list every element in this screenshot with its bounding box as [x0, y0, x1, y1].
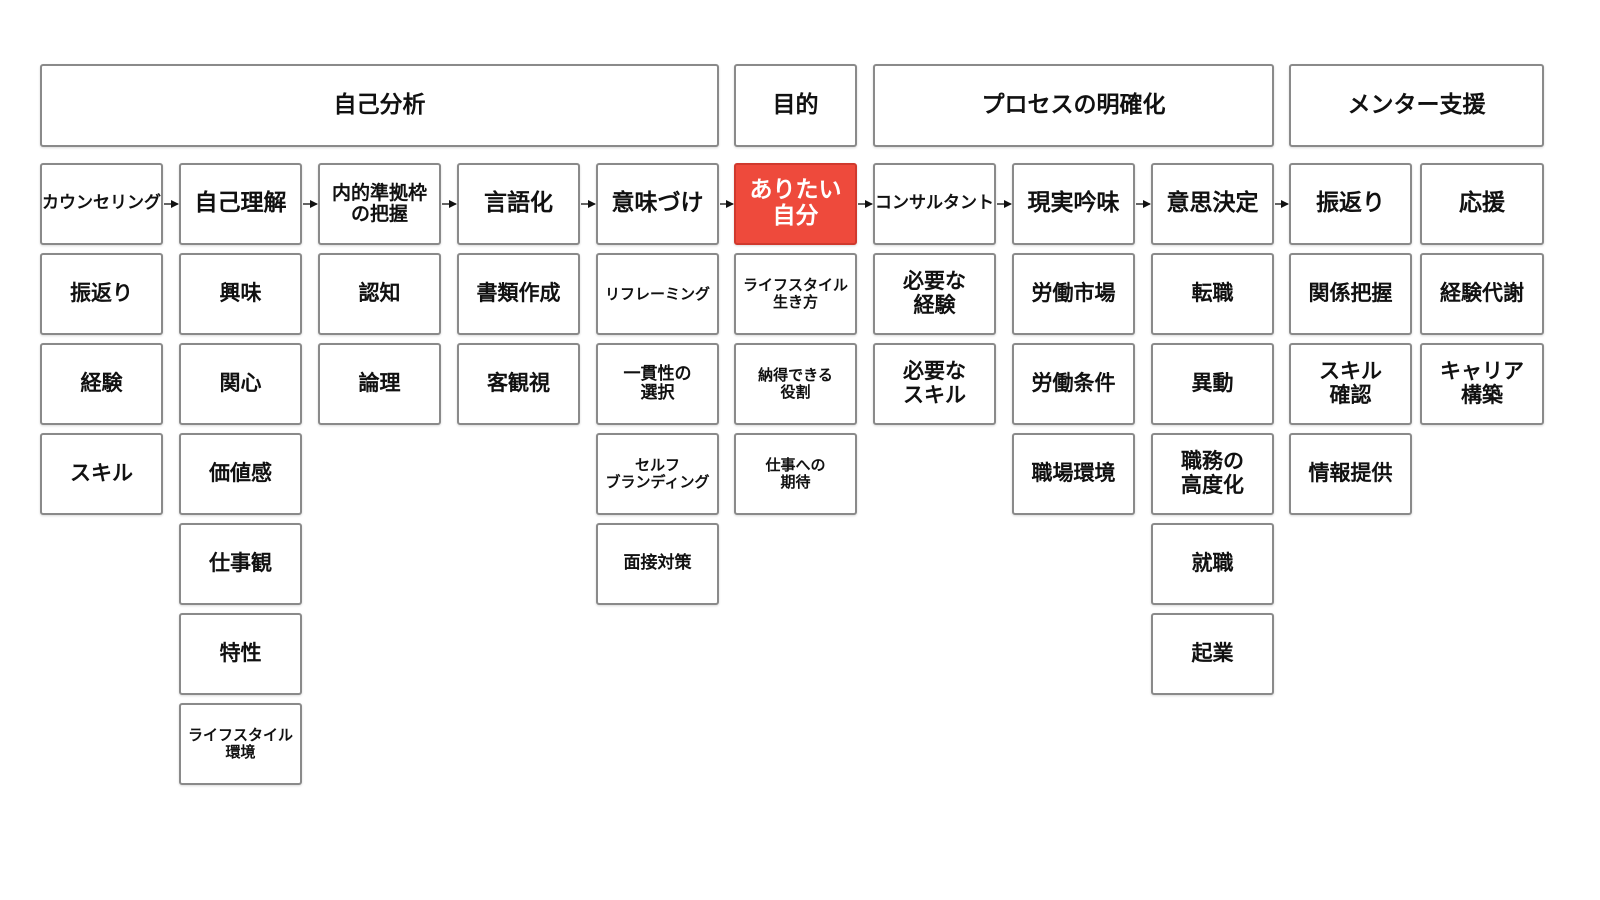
item-decision-4: 就職 [1151, 523, 1274, 605]
item-counseling-1: 振返り [40, 253, 163, 335]
item-self-understanding-5: 特性 [179, 613, 302, 695]
item-internal-frame-1: 認知 [318, 253, 441, 335]
top-self-understanding: 自己理解 [179, 163, 302, 245]
item-self-understanding-2: 関心 [179, 343, 302, 425]
item-support-1: 経験代謝 [1420, 253, 1544, 335]
top-verbalization: 言語化 [457, 163, 580, 245]
item-decision-5: 起業 [1151, 613, 1274, 695]
top-consultant: コンサルタント [873, 163, 996, 245]
item-self-understanding-1: 興味 [179, 253, 302, 335]
item-reality-2: 労働条件 [1012, 343, 1135, 425]
top-internal-frame: 内的準拠枠 の把握 [318, 163, 441, 245]
item-counseling-3: スキル [40, 433, 163, 515]
header-purpose: 目的 [734, 64, 857, 147]
item-meaning-2: 一貫性の 選択 [596, 343, 719, 425]
item-reflection-2: スキル 確認 [1289, 343, 1412, 425]
header-mentor-support: メンター支援 [1289, 64, 1544, 147]
item-consultant-2: 必要な スキル [873, 343, 996, 425]
header-self-analysis: 自己分析 [40, 64, 719, 147]
top-reflection: 振返り [1289, 163, 1412, 245]
item-self-understanding-4: 仕事観 [179, 523, 302, 605]
top-meaning: 意味づけ [596, 163, 719, 245]
item-self-understanding-3: 価値感 [179, 433, 302, 515]
item-reflection-3: 情報提供 [1289, 433, 1412, 515]
header-process: プロセスの明確化 [873, 64, 1274, 147]
item-self-understanding-6: ライフスタイル 環境 [179, 703, 302, 785]
item-verbalization-2: 客観視 [457, 343, 580, 425]
item-ideal-self-3: 仕事への 期待 [734, 433, 857, 515]
item-decision-3: 職務の 高度化 [1151, 433, 1274, 515]
top-counseling: カウンセリング [40, 163, 163, 245]
top-support: 応援 [1420, 163, 1544, 245]
item-verbalization-1: 書類作成 [457, 253, 580, 335]
top-ideal-self: ありたい 自分 [734, 163, 857, 245]
item-support-2: キャリア 構築 [1420, 343, 1544, 425]
item-internal-frame-2: 論理 [318, 343, 441, 425]
item-reality-3: 職場環境 [1012, 433, 1135, 515]
item-consultant-1: 必要な 経験 [873, 253, 996, 335]
top-reality: 現実吟味 [1012, 163, 1135, 245]
top-decision: 意思決定 [1151, 163, 1274, 245]
item-reality-1: 労働市場 [1012, 253, 1135, 335]
item-meaning-1: リフレーミング [596, 253, 719, 335]
item-ideal-self-1: ライフスタイル 生き方 [734, 253, 857, 335]
item-reflection-1: 関係把握 [1289, 253, 1412, 335]
item-ideal-self-2: 納得できる 役割 [734, 343, 857, 425]
item-counseling-2: 経験 [40, 343, 163, 425]
item-meaning-4: 面接対策 [596, 523, 719, 605]
item-meaning-3: セルフ ブランディング [596, 433, 719, 515]
item-decision-1: 転職 [1151, 253, 1274, 335]
item-decision-2: 異動 [1151, 343, 1274, 425]
